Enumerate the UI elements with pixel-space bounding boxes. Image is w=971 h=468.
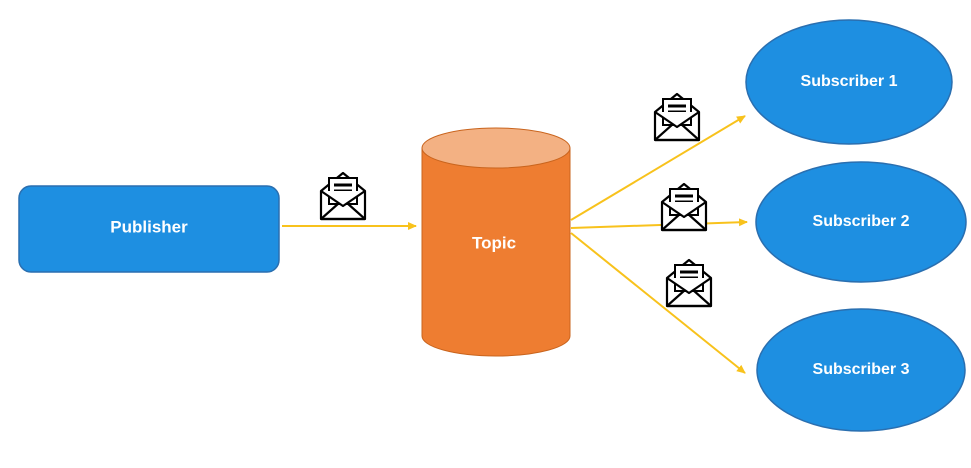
subscriber-1-label: Subscriber 1 bbox=[801, 73, 898, 90]
publisher-label: Publisher bbox=[110, 217, 188, 236]
arrow-topic-to-subscriber-2 bbox=[570, 218, 748, 229]
subscriber-1-node[interactable]: Subscriber 1 bbox=[745, 19, 953, 145]
envelope-letter-icon bbox=[665, 258, 713, 308]
envelope-letter-icon bbox=[319, 171, 367, 221]
envelope-letter-icon bbox=[653, 92, 701, 142]
arrow-topic-to-subscriber-3 bbox=[570, 232, 746, 374]
arrow-topic-to-subscriber-1 bbox=[570, 115, 746, 221]
subscriber-3-node[interactable]: Subscriber 3 bbox=[756, 308, 966, 432]
topic-node[interactable]: Topic bbox=[421, 127, 571, 357]
subscriber-2-node[interactable]: Subscriber 2 bbox=[755, 161, 967, 283]
subscriber-3-label: Subscriber 3 bbox=[813, 361, 910, 378]
topic-label: Topic bbox=[472, 233, 516, 252]
subscriber-2-label: Subscriber 2 bbox=[813, 213, 910, 230]
publisher-node[interactable]: Publisher bbox=[18, 185, 280, 273]
envelope-letter-icon bbox=[660, 182, 708, 232]
